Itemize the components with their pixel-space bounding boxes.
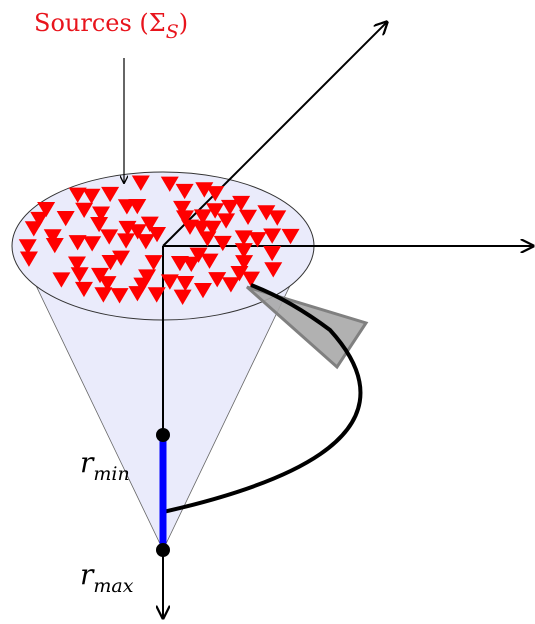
source-marker [75,202,94,219]
source-marker [234,230,253,246]
source-marker [230,266,249,282]
source-marker [213,235,232,252]
source-marker [67,256,86,272]
sources-label-prefix: Sources (Σ [34,9,166,37]
source-marker [112,250,131,266]
source-marker [52,272,71,288]
source-marker [45,237,64,254]
source-marker [117,233,136,249]
source-marker [148,226,167,243]
source-marker [193,282,212,299]
source-marker [264,262,283,278]
source-marker [160,176,179,192]
source-markers [18,175,300,305]
r-min-point [156,428,170,442]
source-marker [68,187,87,203]
source-marker [203,220,222,237]
source-marker [239,209,258,226]
source-marker [195,182,214,198]
source-marker [91,267,110,284]
source-marker [98,276,117,292]
source-marker [192,220,211,236]
source-marker [131,175,150,191]
source-marker [90,216,109,233]
source-marker [220,199,239,216]
source-marker [138,269,157,285]
source-marker [235,255,254,271]
source-marker [110,288,129,304]
source-marker [92,206,111,222]
wedge-shape [246,285,369,370]
r-max-label: rmax [80,558,134,597]
source-marker [182,256,201,273]
source-marker [101,255,120,271]
source-marker [176,275,195,292]
source-marker [242,271,261,287]
source-marker [100,229,119,245]
source-marker [147,287,166,303]
source-marker [221,277,240,293]
source-marker [206,186,225,202]
sources-label-sub: S [166,21,179,43]
source-marker [248,232,267,248]
r-max-point [156,543,170,557]
source-marker [128,286,147,302]
source-marker [217,213,236,229]
source-marker [200,253,219,269]
source-marker [117,199,136,215]
source-marker [198,231,217,247]
source-marker [175,183,194,200]
source-marker [70,267,89,283]
source-marker [18,239,37,255]
source-marker [268,210,287,226]
source-marker [82,188,101,205]
source-marker [208,272,227,288]
source-marker [173,200,192,217]
r-max-base: r [80,558,95,591]
r-min-sub: min [93,463,129,485]
source-marker [19,251,38,267]
source-marker [232,195,251,212]
source-marker [281,228,300,245]
source-marker [30,211,49,228]
r-min-label: rmin [80,446,130,485]
source-marker [193,209,212,225]
source-marker [160,274,179,290]
sources-label: Sources (ΣS) [34,9,188,43]
source-marker [83,236,102,252]
ray-curve [162,283,363,514]
source-marker [234,243,253,259]
source-marker [118,220,137,237]
source-marker [257,205,276,221]
source-marker [43,229,62,245]
source-marker [263,245,282,262]
source-marker [128,224,147,240]
source-marker [175,210,194,226]
source-marker [173,289,192,305]
source-marker [74,281,93,298]
source-marker [189,247,208,263]
source-marker [263,228,282,244]
source-marker [136,234,155,250]
axis-diagonal [162,22,387,247]
source-marker [206,203,225,219]
r-max-sub: max [93,575,133,597]
r-min-base: r [80,446,95,479]
source-marker [37,201,56,218]
source-marker [144,255,163,271]
sources-label-suffix: ) [179,9,188,37]
source-marker [170,255,189,272]
source-marker [101,186,120,203]
source-marker [68,235,87,251]
source-marker [56,210,75,227]
source-marker [140,216,159,232]
source-marker [94,287,113,303]
